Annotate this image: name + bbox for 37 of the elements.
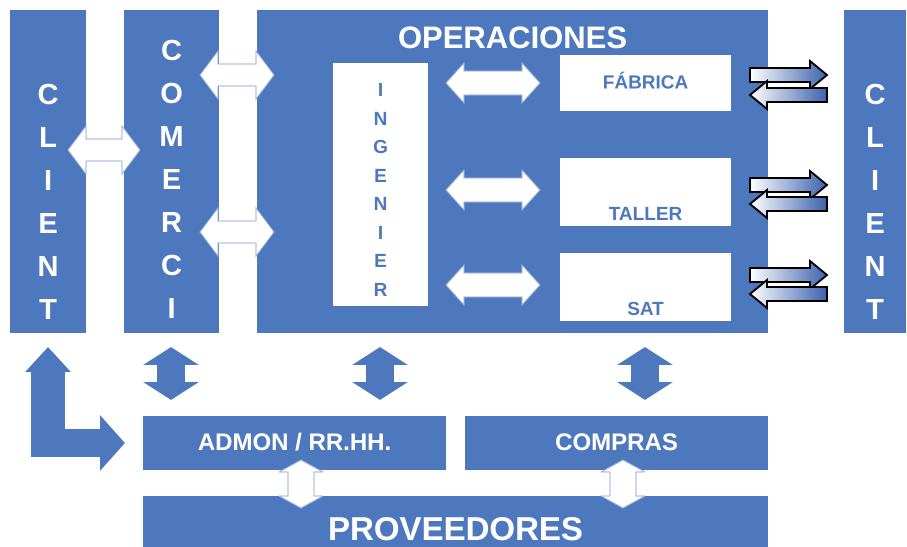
process-box [465,416,768,470]
box-label: PROVEEDORES [327,512,584,545]
block-arrow [748,188,828,220]
box-label: FÁBRICA [602,74,690,92]
sales-column [124,10,219,333]
process-box [143,416,446,470]
process-box [560,55,731,111]
box-label: OPERACIONES [396,22,628,53]
vertical-label: CLIENT [864,78,886,328]
block-arrow [199,206,275,258]
block-arrow [600,459,646,509]
supplier-bar [143,496,768,547]
client-column [10,10,86,333]
block-arrow [748,278,828,310]
operations-panel [257,10,768,333]
block-arrow [199,50,275,100]
block-arrow [445,62,541,104]
block-arrow [278,459,324,509]
block-arrow [143,347,199,400]
engineering-box [333,63,428,306]
vertical-label: CLIENT [38,78,58,328]
block-arrow [617,347,673,400]
block-arrow [352,347,408,400]
box-label: TALLER [608,205,684,224]
vertical-label: COMERCI [159,34,184,327]
box-label: ADMON / RR.HH. [196,431,392,455]
client-column [844,10,906,333]
block-arrow [67,124,141,176]
block-arrow [25,347,125,471]
block-arrow [748,78,828,112]
box-label: COMPRAS [554,431,679,455]
block-arrow [445,264,541,306]
vertical-label: INGENIER [373,79,388,302]
process-box [560,158,731,226]
block-arrow [445,168,541,212]
box-label: SAT [626,300,665,319]
process-box [560,253,731,321]
